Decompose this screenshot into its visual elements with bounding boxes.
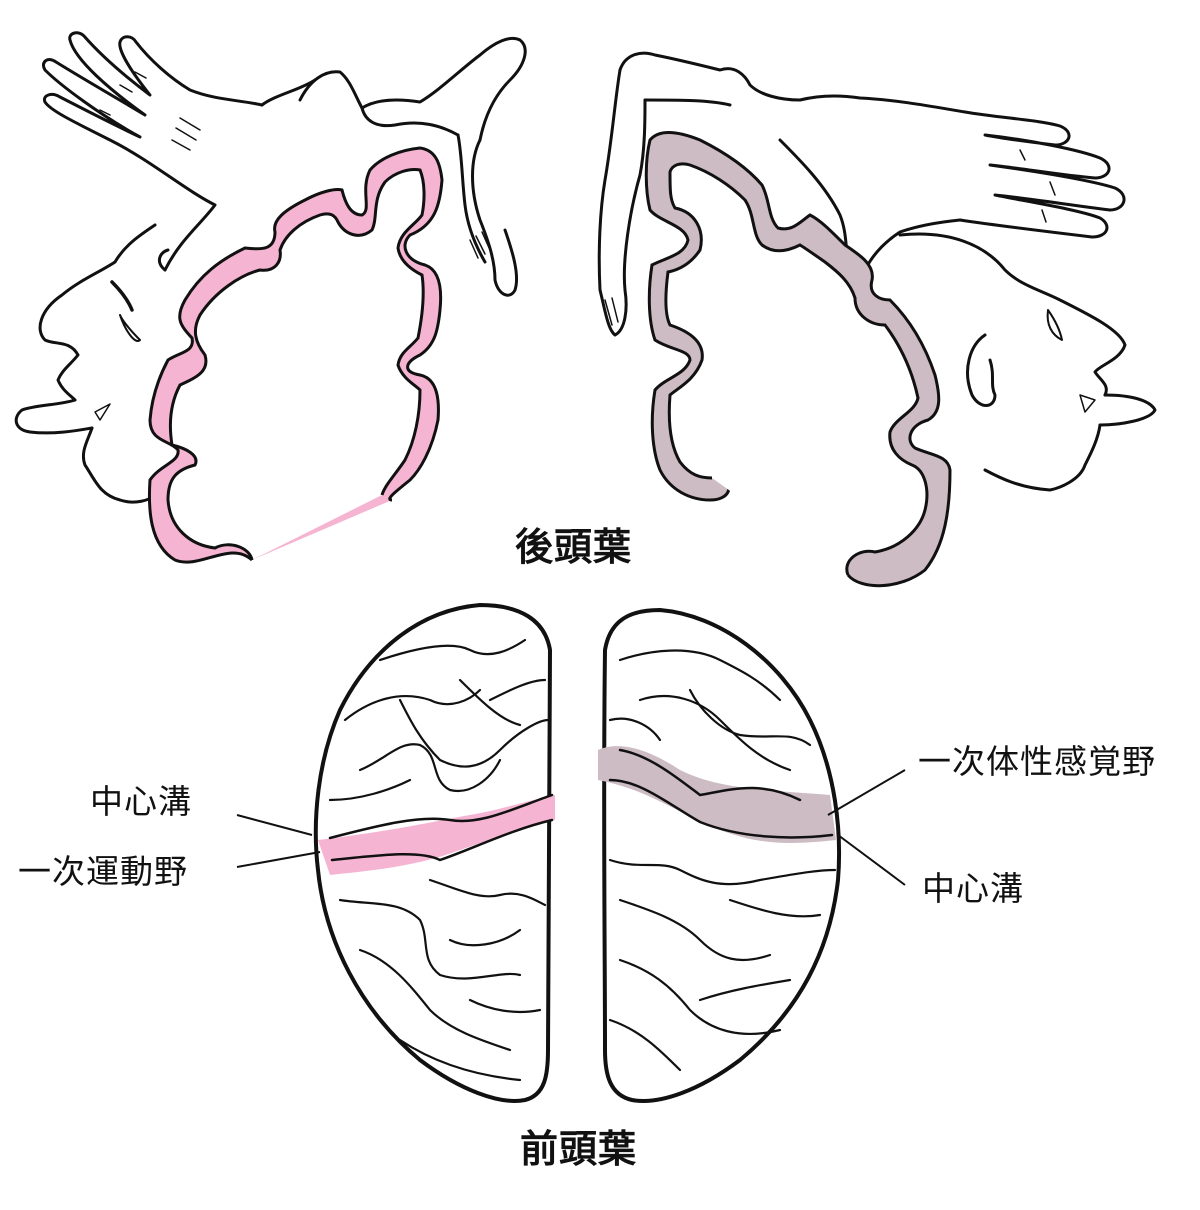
body-icon — [298, 36, 527, 297]
face-icon — [14, 223, 157, 504]
left-hemisphere — [313, 602, 555, 1103]
occipital-lobe-label: 後頭葉 — [515, 525, 633, 569]
body-icon — [597, 51, 802, 337]
right-hemisphere — [598, 607, 842, 1103]
frontal-lobe-label: 前頭葉 — [520, 1127, 638, 1171]
motor-cortex-band — [147, 146, 444, 564]
motor-homunculus — [14, 31, 527, 504]
face-icon — [898, 232, 1157, 492]
brain-top-view — [313, 602, 842, 1103]
central-sulcus-left-label: 中心溝 — [90, 782, 192, 821]
sensory-homunculus — [597, 51, 1157, 492]
leader-lines — [236, 769, 906, 886]
sensory-cortex-band — [644, 131, 952, 588]
primary-motor-cortex-label: 一次運動野 — [18, 852, 188, 891]
central-sulcus-right-label: 中心溝 — [922, 869, 1024, 908]
primary-somatosensory-cortex-label: 一次体性感覚野 — [918, 742, 1156, 781]
